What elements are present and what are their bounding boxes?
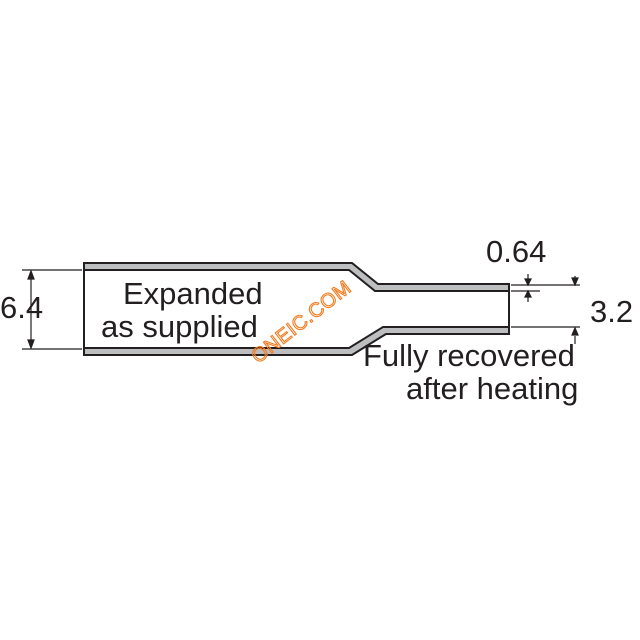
recovered-label-line2: after heating <box>406 371 578 406</box>
recovered-dimension-marker <box>511 276 580 344</box>
recovered-diameter-value: 3.2 <box>590 294 633 329</box>
recovered-label-line1: Fully recovered <box>363 338 575 373</box>
tube-wall <box>83 262 510 356</box>
expanded-label-line1: Expanded <box>123 276 263 311</box>
expanded-dimension-marker <box>22 269 82 350</box>
wall-thickness-value: 0.64 <box>486 234 546 269</box>
wall-thickness-marker <box>524 274 532 302</box>
expanded-label-line2: as supplied <box>101 309 258 344</box>
expanded-diameter-value: 6.4 <box>0 290 43 325</box>
